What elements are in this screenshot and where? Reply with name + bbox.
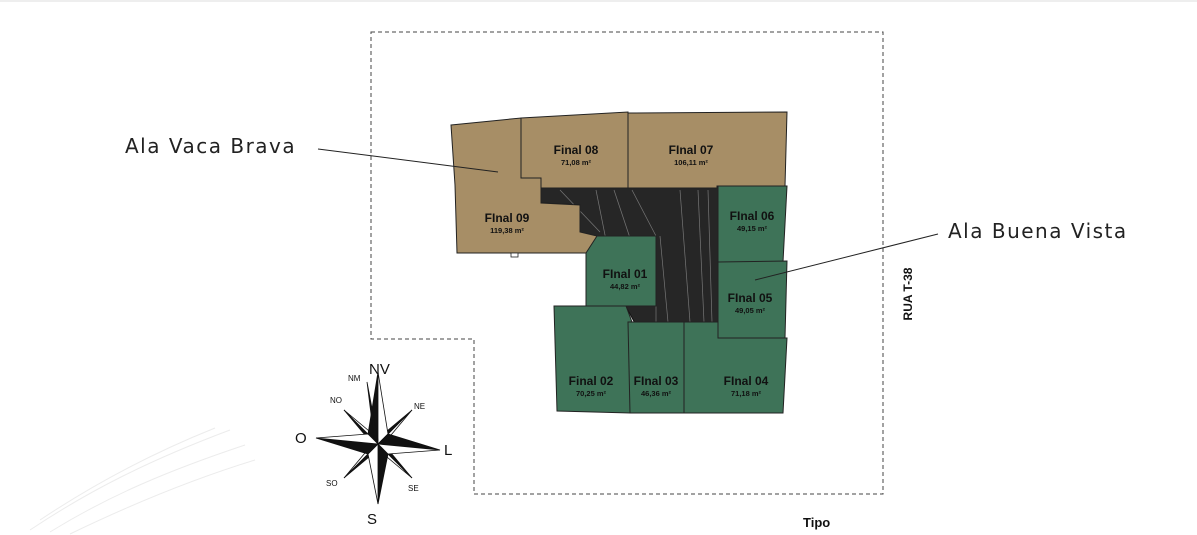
decorative-lines — [29, 427, 256, 535]
unit-02-name: Final 02 — [569, 374, 614, 388]
compass-northwest-label: NO — [330, 396, 342, 405]
unit-09-area: 119,38 m² — [490, 226, 524, 235]
compass-nnw-label: NM — [348, 374, 361, 383]
unit-04-area: 71,18 m² — [731, 389, 762, 398]
street-label: RUA T-38 — [901, 267, 915, 321]
unit-08-area: 71,08 m² — [561, 158, 592, 167]
unit-09-name: FInal 09 — [485, 211, 530, 225]
unit-09-balcony — [510, 252, 519, 258]
compass-south-label: S — [367, 511, 377, 528]
unit-07-name: FInal 07 — [669, 143, 714, 157]
callout-ala-buena-vista: Ala Buena Vista — [948, 219, 1128, 243]
unit-01-name: FInal 01 — [603, 267, 648, 281]
compass-northeast-label: NE — [414, 402, 425, 411]
compass-star — [315, 371, 441, 505]
unit-06-area: 49,15 m² — [737, 224, 768, 233]
callout-left-leader — [317, 148, 499, 173]
compass-southeast-label: SE — [408, 484, 419, 493]
compass-southwest-label: SO — [326, 479, 338, 488]
unit-08-name: Final 08 — [554, 143, 599, 157]
unit-04-name: FInal 04 — [724, 374, 769, 388]
unit-03-shape[interactable] — [627, 321, 685, 414]
compass-west-label: O — [295, 430, 307, 447]
callout-right-leader — [754, 233, 939, 281]
compass-rose: NV S L O NM NO NE SO SE — [295, 361, 452, 528]
site-boundary — [370, 31, 884, 495]
callout-ala-vaca-brava: Ala Vaca Brava — [125, 134, 297, 158]
wing-vaca-brava — [450, 111, 788, 258]
unit-04-shape[interactable] — [683, 321, 788, 414]
unit-07-area: 106,11 m² — [674, 158, 708, 167]
wing-buena-vista — [553, 185, 788, 414]
top-border — [0, 0, 1197, 2]
unit-06-name: FInal 06 — [730, 209, 775, 223]
unit-03-name: FInal 03 — [634, 374, 679, 388]
compass-north-label: NV — [369, 361, 390, 378]
floor-type-label: Tipo — [803, 515, 831, 530]
unit-05-area: 49,05 m² — [735, 306, 766, 315]
unit-01-area: 44,82 m² — [610, 282, 641, 291]
compass-east-label: L — [444, 442, 452, 459]
unit-03-area: 46,36 m² — [641, 389, 672, 398]
unit-05-name: FInal 05 — [728, 291, 773, 305]
unit-02-area: 70,25 m² — [576, 389, 607, 398]
unit-08-shape[interactable] — [520, 111, 629, 189]
unit-07-shape[interactable] — [627, 111, 788, 189]
